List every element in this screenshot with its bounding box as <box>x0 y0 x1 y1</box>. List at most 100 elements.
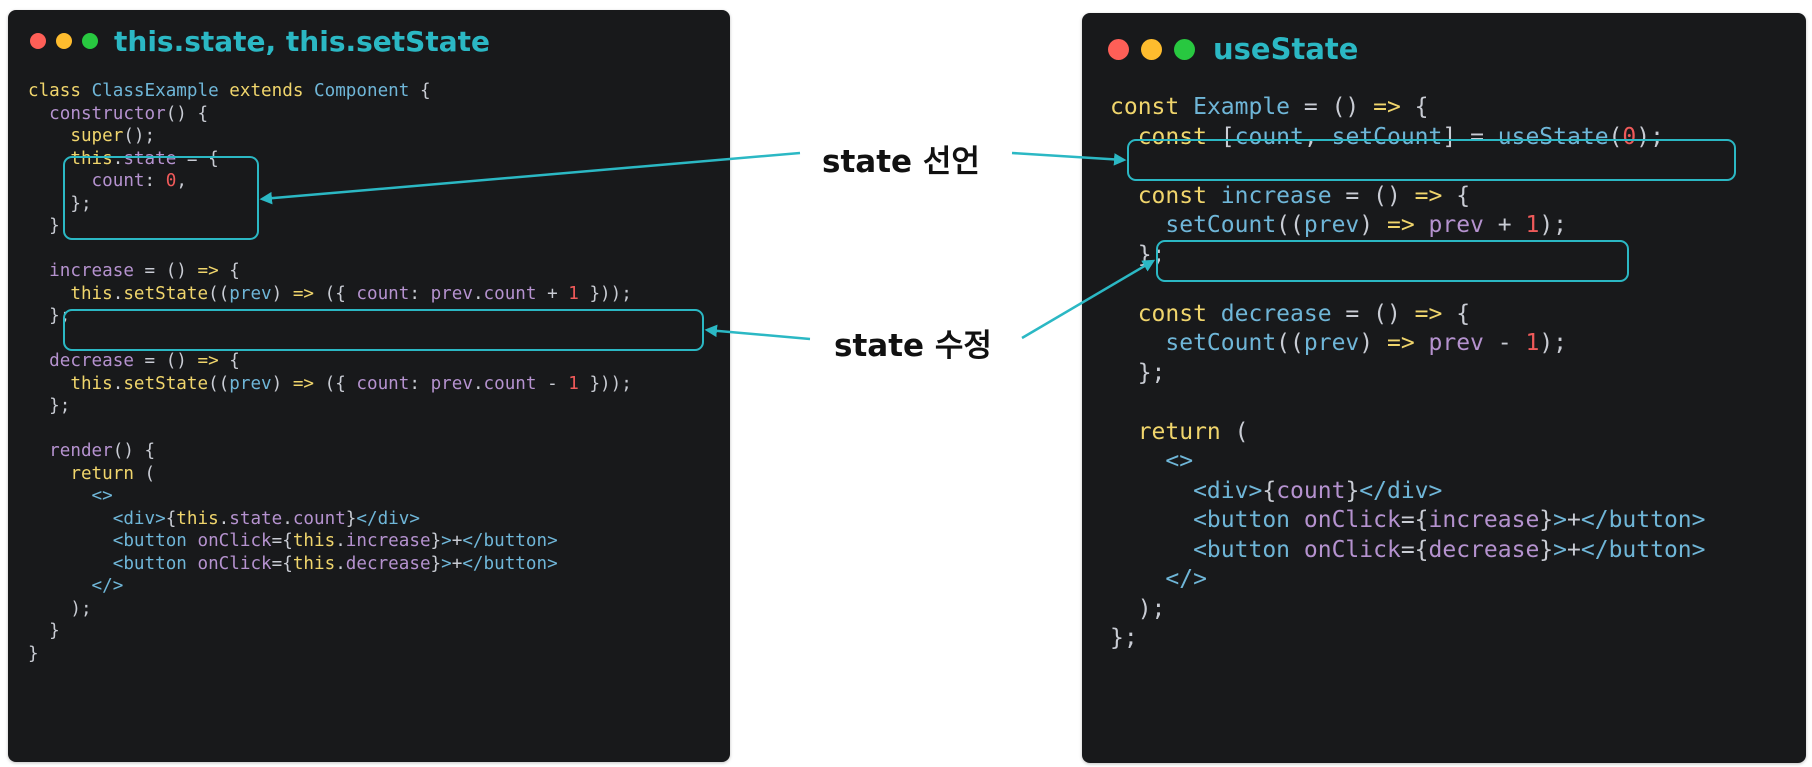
code-token: . <box>218 508 230 529</box>
code-token: ); <box>1110 595 1166 622</box>
code-token: + <box>536 283 569 304</box>
code-token: (( <box>208 283 230 304</box>
code-token: </div> <box>1359 477 1443 504</box>
code-token: 1 <box>1525 330 1540 356</box>
code-token: prev <box>229 283 272 304</box>
code-token: Example <box>1193 94 1291 120</box>
code-token: } <box>430 531 442 551</box>
code-token: increase <box>1220 182 1332 209</box>
code-line: return ( <box>1110 418 1706 448</box>
code-token: > <box>1553 536 1568 563</box>
code-token: <> <box>28 486 113 506</box>
code-line: <> <box>28 485 632 508</box>
code-token: = () <box>1331 182 1415 209</box>
code-token: count <box>1234 123 1304 150</box>
code-line: ); <box>1110 595 1706 625</box>
code-token: } <box>1345 477 1360 504</box>
code-token: }; <box>1110 359 1166 386</box>
code-token: prev <box>430 283 473 304</box>
code-token: </> <box>1110 566 1207 592</box>
code-line: render() { <box>28 440 632 463</box>
code-line: }; <box>1110 624 1706 654</box>
code-token: . <box>335 531 346 551</box>
code-line: </> <box>1110 565 1706 595</box>
code-token: onClick <box>197 531 272 551</box>
code-token: . <box>112 373 124 394</box>
code-token: })); <box>578 373 632 394</box>
state-update-label: state 수정 <box>834 328 992 364</box>
code-token: return <box>1110 418 1221 445</box>
code-token: 1 <box>568 373 579 394</box>
code-token: const <box>1110 300 1221 327</box>
code-token: ); <box>1636 123 1664 150</box>
class-component-code: class ClassExample extends Component { c… <box>28 80 632 665</box>
code-line: </> <box>28 575 632 598</box>
code-token: }; <box>28 306 71 326</box>
code-token: ) <box>1359 212 1387 238</box>
code-token: () { <box>165 103 209 124</box>
code-token: count <box>483 283 537 304</box>
close-dot-icon <box>1108 38 1129 60</box>
code-token: useState <box>1497 123 1609 150</box>
code-line: <div>{this.state.count}</div> <box>28 508 632 531</box>
code-token: return <box>28 463 134 484</box>
code-token: setCount <box>1110 212 1277 238</box>
code-token: = () <box>1331 300 1415 327</box>
code-token: <div> <box>1110 477 1263 504</box>
code-token: - <box>1483 330 1526 356</box>
code-token: => <box>1386 330 1415 356</box>
code-token: ); <box>1539 330 1568 356</box>
code-token: decrease <box>345 553 431 574</box>
code-token: }; <box>28 193 92 214</box>
code-line: const decrease = () => { <box>1110 300 1706 330</box>
code-token: this <box>176 508 219 529</box>
code-token: render <box>28 441 113 461</box>
code-token: prev <box>1303 212 1360 238</box>
code-token: ); <box>1539 212 1568 238</box>
code-line: class ClassExample extends Component { <box>28 80 632 103</box>
code-token: 1 <box>1525 212 1540 238</box>
code-token: this <box>28 373 113 394</box>
code-line: decrease = () => { <box>28 350 632 373</box>
code-token: <button <box>28 553 198 574</box>
code-token: > <box>441 531 452 551</box>
code-token: state <box>123 148 177 169</box>
code-token: : <box>144 171 166 191</box>
code-line: count: 0, <box>28 170 632 193</box>
code-token: this <box>28 283 113 304</box>
state-declaration-label: state 선언 <box>822 144 980 180</box>
code-token: </button> <box>1580 536 1706 563</box>
code-token: </> <box>28 576 124 596</box>
code-token: }; <box>28 396 71 416</box>
code-token: setCount <box>1331 123 1443 150</box>
code-line: } <box>28 215 632 238</box>
code-token: decrease <box>1220 300 1332 327</box>
code-token: setCount <box>1110 330 1277 356</box>
code-token: ( <box>1220 418 1249 445</box>
code-token: extends <box>229 81 315 101</box>
code-token: count <box>28 171 145 191</box>
code-token: super <box>28 126 124 146</box>
code-line: }; <box>1110 359 1706 389</box>
code-token: <button <box>28 531 198 551</box>
code-token: const <box>1110 182 1221 209</box>
code-token: = () <box>133 351 198 371</box>
code-token: }; <box>1110 625 1138 651</box>
code-token: ={ <box>271 553 293 574</box>
code-token: + <box>1567 507 1581 533</box>
code-token: ({ <box>314 373 357 394</box>
left-titlebar: this.state, this.setState <box>30 25 490 58</box>
code-token: count <box>292 508 346 529</box>
code-token: 0 <box>1622 123 1637 150</box>
code-token: state <box>229 508 283 529</box>
code-token: [ <box>1220 123 1235 150</box>
code-token: <button <box>1110 536 1304 563</box>
code-token: + <box>451 531 463 551</box>
code-line: this.setState((prev) => ({ count: prev.c… <box>28 373 632 396</box>
code-token: ) <box>271 373 293 394</box>
code-token: </button> <box>462 531 558 551</box>
code-token: = { <box>176 148 219 169</box>
code-token: . <box>335 553 346 574</box>
code-token: prev <box>1303 330 1360 356</box>
